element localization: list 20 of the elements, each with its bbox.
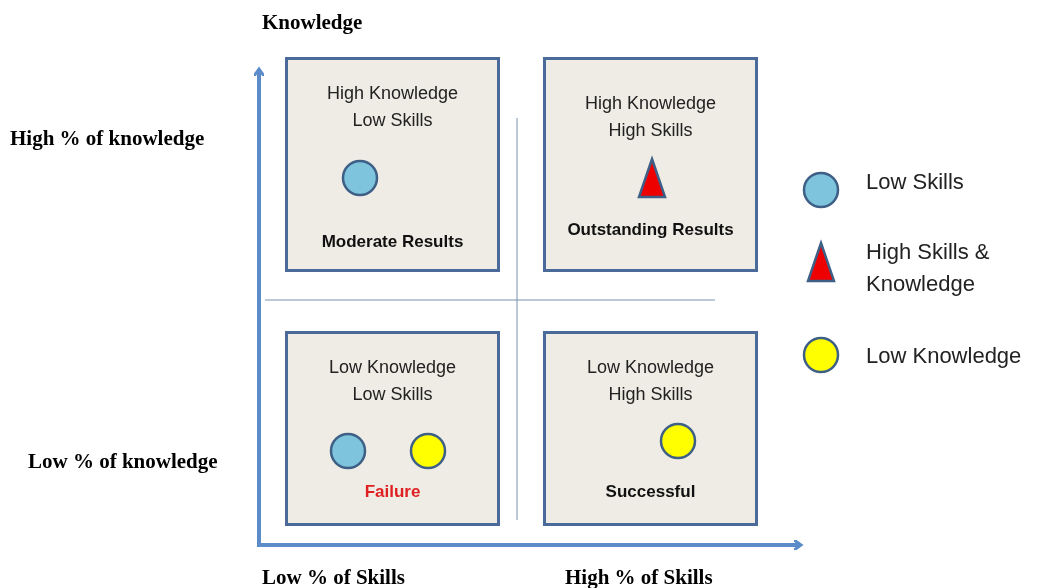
axis-label: Low % of Skills — [262, 565, 405, 588]
legend-label: Low Knowledge — [866, 342, 1023, 370]
legend-label: High Skills & Knowledge — [866, 238, 991, 298]
axis-title: Knowledge — [262, 10, 363, 35]
result-text: Failure — [364, 482, 421, 502]
axis-label: High % of knowledge — [10, 126, 205, 151]
quadrant-heading: Low Knowledge Low Skills — [327, 356, 458, 406]
quadrant-box — [543, 57, 758, 272]
quadrant-heading: High Knowledge Low Skills — [325, 82, 460, 132]
result-text: Successful — [605, 482, 696, 502]
quadrant-box — [285, 331, 500, 526]
quadrant-heading: Low Knowledge High Skills — [585, 356, 716, 406]
quadrant-heading: High Knowledge High Skills — [583, 92, 718, 142]
result-text: Moderate Results — [321, 232, 464, 252]
legend-label: Low Skills — [866, 168, 965, 196]
quadrant-box — [543, 331, 758, 526]
quadrant-box — [285, 57, 500, 272]
result-text: Outstanding Results — [567, 220, 734, 240]
axis-label: Low % of knowledge — [28, 449, 218, 474]
axis-label: High % of Skills — [565, 565, 713, 588]
